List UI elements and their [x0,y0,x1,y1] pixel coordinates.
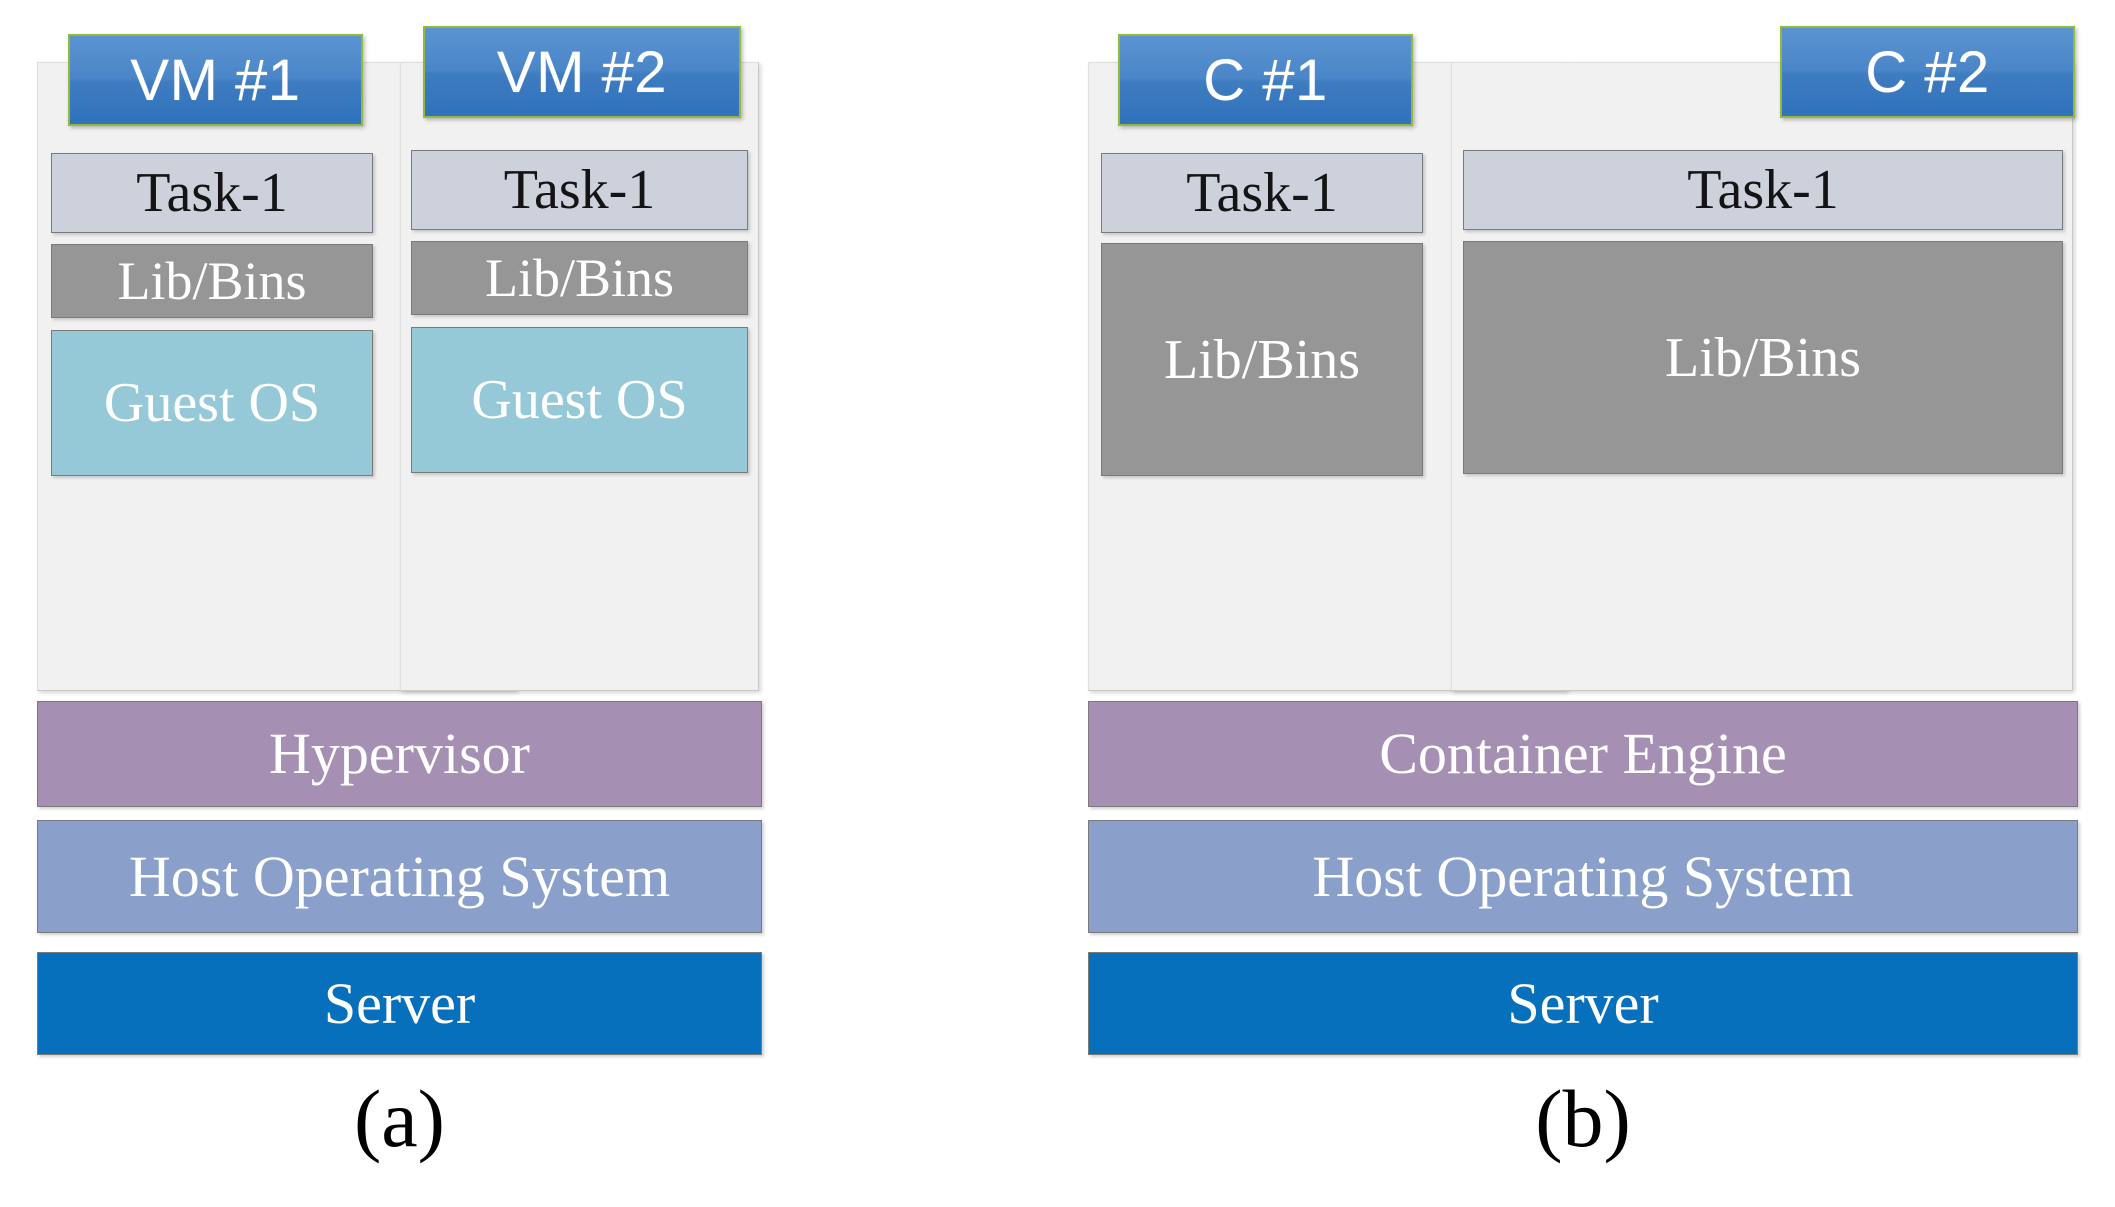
vm-layer-task-1[interactable]: Task-1 [51,153,373,233]
panel-caption-b: (b) [1088,1078,2078,1188]
vm-layer-libs-1[interactable]: Lib/Bins [51,244,373,318]
container-base-layer-host-os-label: Host Operating System [1312,843,1854,909]
vm-layer-libs-label-2: Lib/Bins [484,248,675,308]
vm-base-layer-host-os-label: Host Operating System [128,843,671,909]
container-layer-task-1[interactable]: Task-1 [1101,153,1423,233]
vm-base-layer-server[interactable]: Server [37,952,762,1055]
vm-layer-guestos-label-1: Guest OS [103,372,321,434]
container-layer-libs-1[interactable]: Lib/Bins [1101,243,1423,476]
vm-stack-title-label-2: VM #2 [496,39,668,105]
container-layer-task-2[interactable]: Task-1 [1463,150,2063,230]
container-stack-title-label-2: C #2 [1865,39,1990,105]
vm-base-layer-host-os[interactable]: Host Operating System [37,820,762,933]
vm-layer-guestos-2[interactable]: Guest OS [411,327,748,473]
container-base-layer-engine-label: Container Engine [1379,721,1787,786]
container-layer-libs-label-1: Lib/Bins [1163,328,1361,391]
container-base-layer-host-os[interactable]: Host Operating System [1088,820,2078,933]
vm-layer-guestos-1[interactable]: Guest OS [51,330,373,476]
container-stack-title-label-1: C #1 [1203,47,1328,113]
container-layer-task-label-1: Task-1 [1186,162,1338,224]
panel-caption-b-label: (b) [1535,1073,1631,1164]
container-stack-title-chip-2[interactable]: C #2 [1780,26,2075,118]
container-layer-libs-label-2: Lib/Bins [1664,326,1862,389]
vm-base-layer-hypervisor-label: Hypervisor [269,721,530,786]
container-base-layer-server-label: Server [1507,970,1659,1036]
panel-caption-a: (a) [37,1078,762,1188]
container-layer-libs-2[interactable]: Lib/Bins [1463,241,2063,474]
vm-base-layer-hypervisor[interactable]: Hypervisor [37,701,762,807]
vm-layer-guestos-label-2: Guest OS [471,369,688,431]
vm-stack-title-chip-1[interactable]: VM #1 [68,34,363,126]
vm-layer-task-2[interactable]: Task-1 [411,150,748,230]
container-layer-task-label-2: Task-1 [1687,159,1839,221]
panel-caption-a-label: (a) [353,1073,445,1164]
container-base-layer-server[interactable]: Server [1088,952,2078,1055]
vm-layer-libs-label-1: Lib/Bins [117,251,307,311]
vm-stack-title-chip-2[interactable]: VM #2 [423,26,741,118]
container-stack-title-chip-1[interactable]: C #1 [1118,34,1413,126]
vm-stack-title-label-1: VM #1 [130,47,301,113]
vm-layer-libs-2[interactable]: Lib/Bins [411,241,748,315]
container-base-layer-engine[interactable]: Container Engine [1088,701,2078,807]
vm-layer-task-label-1: Task-1 [136,162,288,224]
vm-base-layer-server-label: Server [323,970,476,1036]
vm-layer-task-label-2: Task-1 [503,159,656,221]
